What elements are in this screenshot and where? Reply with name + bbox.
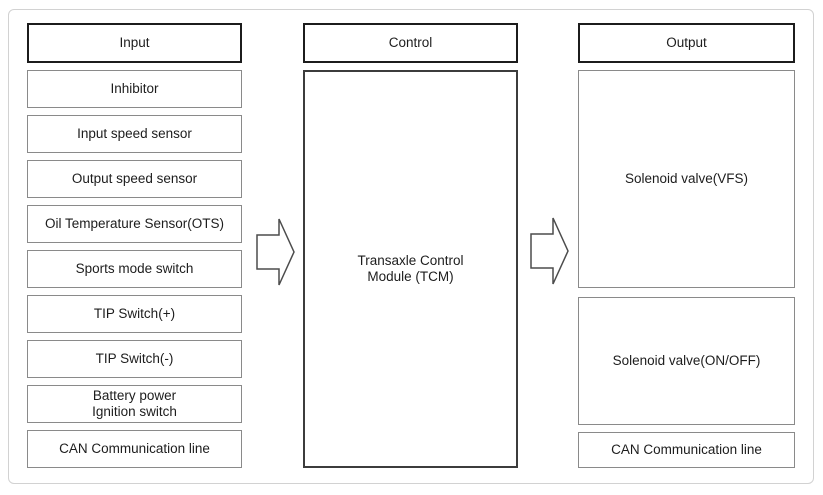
flow-arrow-control-to-output-icon: [530, 217, 569, 285]
input-box-tip-switch-minus: TIP Switch(-): [27, 340, 242, 378]
input-box-sports-mode-switch: Sports mode switch: [27, 250, 242, 288]
input-box-input-speed-sensor: Input speed sensor: [27, 115, 242, 153]
input-box-inhibitor: Inhibitor: [27, 70, 242, 108]
output-column-header: Output: [578, 23, 795, 63]
output-column: Output Solenoid valve(VFS) Solenoid valv…: [578, 23, 795, 468]
flow-arrow-input-to-control-icon: [256, 218, 295, 286]
input-box-output-speed-sensor: Output speed sensor: [27, 160, 242, 198]
output-box-solenoid-valve-vfs: Solenoid valve(VFS): [578, 70, 795, 288]
control-column: Control Transaxle Control Module (TCM): [303, 23, 518, 468]
input-column-header: Input: [27, 23, 242, 63]
output-box-solenoid-valve-onoff: Solenoid valve(ON/OFF): [578, 297, 795, 425]
input-box-can-communication-line: CAN Communication line: [27, 430, 242, 468]
input-column: Input Inhibitor Input speed sensor Outpu…: [27, 23, 242, 468]
input-box-battery-power-ignition-switch: Battery power Ignition switch: [27, 385, 242, 423]
input-box-oil-temperature-sensor: Oil Temperature Sensor(OTS): [27, 205, 242, 243]
output-box-can-communication-line: CAN Communication line: [578, 432, 795, 468]
input-box-tip-switch-plus: TIP Switch(+): [27, 295, 242, 333]
control-column-header: Control: [303, 23, 518, 63]
control-box-tcm: Transaxle Control Module (TCM): [303, 70, 518, 468]
